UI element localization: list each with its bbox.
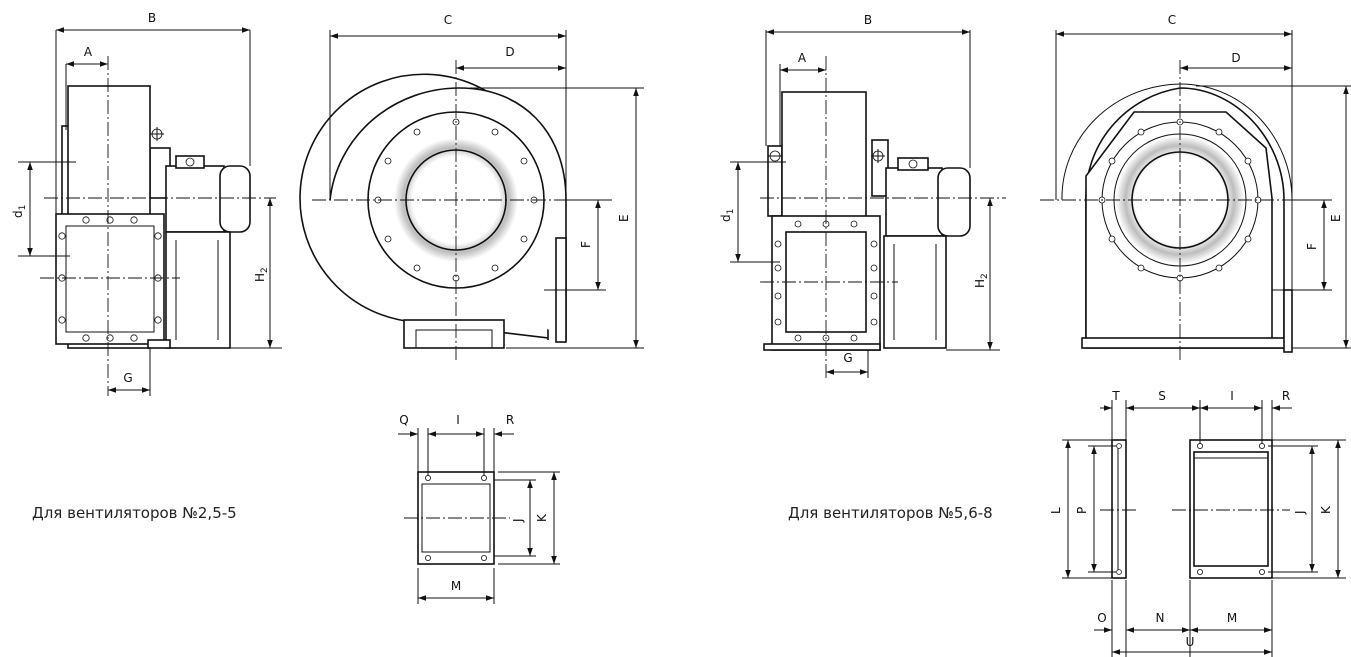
- label-K: K: [535, 513, 549, 522]
- label-Q: Q: [399, 413, 408, 427]
- label-E: E: [617, 214, 631, 222]
- label-D: D: [505, 45, 514, 59]
- label-N: N: [1156, 611, 1165, 625]
- label-C-right: C: [1168, 13, 1176, 27]
- label-B: B: [148, 11, 156, 25]
- right-flange: [1062, 400, 1346, 657]
- label-D-right: D: [1231, 51, 1240, 65]
- caption-small-fans: Для вентиляторов №2,5-5: [32, 504, 237, 522]
- label-K-right: K: [1319, 505, 1333, 514]
- label-G-right: G: [843, 351, 852, 365]
- label-S: S: [1158, 389, 1166, 403]
- left-front-view: [299, 30, 644, 360]
- label-G: G: [123, 371, 132, 385]
- label-T: T: [1111, 389, 1120, 403]
- label-R: R: [506, 413, 514, 427]
- flange-bolt-holes: [374, 118, 538, 282]
- left-flange: [398, 428, 560, 604]
- label-d1-right: d1: [719, 209, 736, 222]
- label-L: L: [1049, 507, 1063, 514]
- caption-large-fans: Для вентиляторов №5,6-8: [788, 504, 993, 522]
- label-d1: d1: [11, 205, 28, 218]
- label-P: P: [1075, 507, 1089, 514]
- label-R-right: R: [1282, 389, 1290, 403]
- label-B-right: B: [864, 13, 872, 27]
- label-M: M: [451, 579, 461, 593]
- label-I-right: I: [1230, 389, 1234, 403]
- label-O: O: [1097, 611, 1106, 625]
- label-M-right: M: [1227, 611, 1237, 625]
- flange-bolt-holes-right: [1098, 118, 1262, 282]
- label-F-right: F: [1305, 243, 1319, 250]
- label-A: A: [84, 45, 93, 59]
- label-A-right: A: [798, 51, 807, 65]
- right-front-view: [1040, 30, 1351, 360]
- label-F: F: [579, 241, 593, 248]
- label-U: U: [1186, 635, 1195, 649]
- label-H2: H2: [253, 267, 270, 282]
- label-J: J: [511, 518, 525, 523]
- label-E-right: E: [1329, 214, 1343, 222]
- label-J-right: J: [1293, 510, 1307, 515]
- label-I: I: [456, 413, 460, 427]
- right-side-view: [730, 29, 1006, 380]
- label-C: C: [444, 13, 452, 27]
- label-H2-right: H2: [973, 273, 990, 288]
- left-side-view: [18, 27, 282, 396]
